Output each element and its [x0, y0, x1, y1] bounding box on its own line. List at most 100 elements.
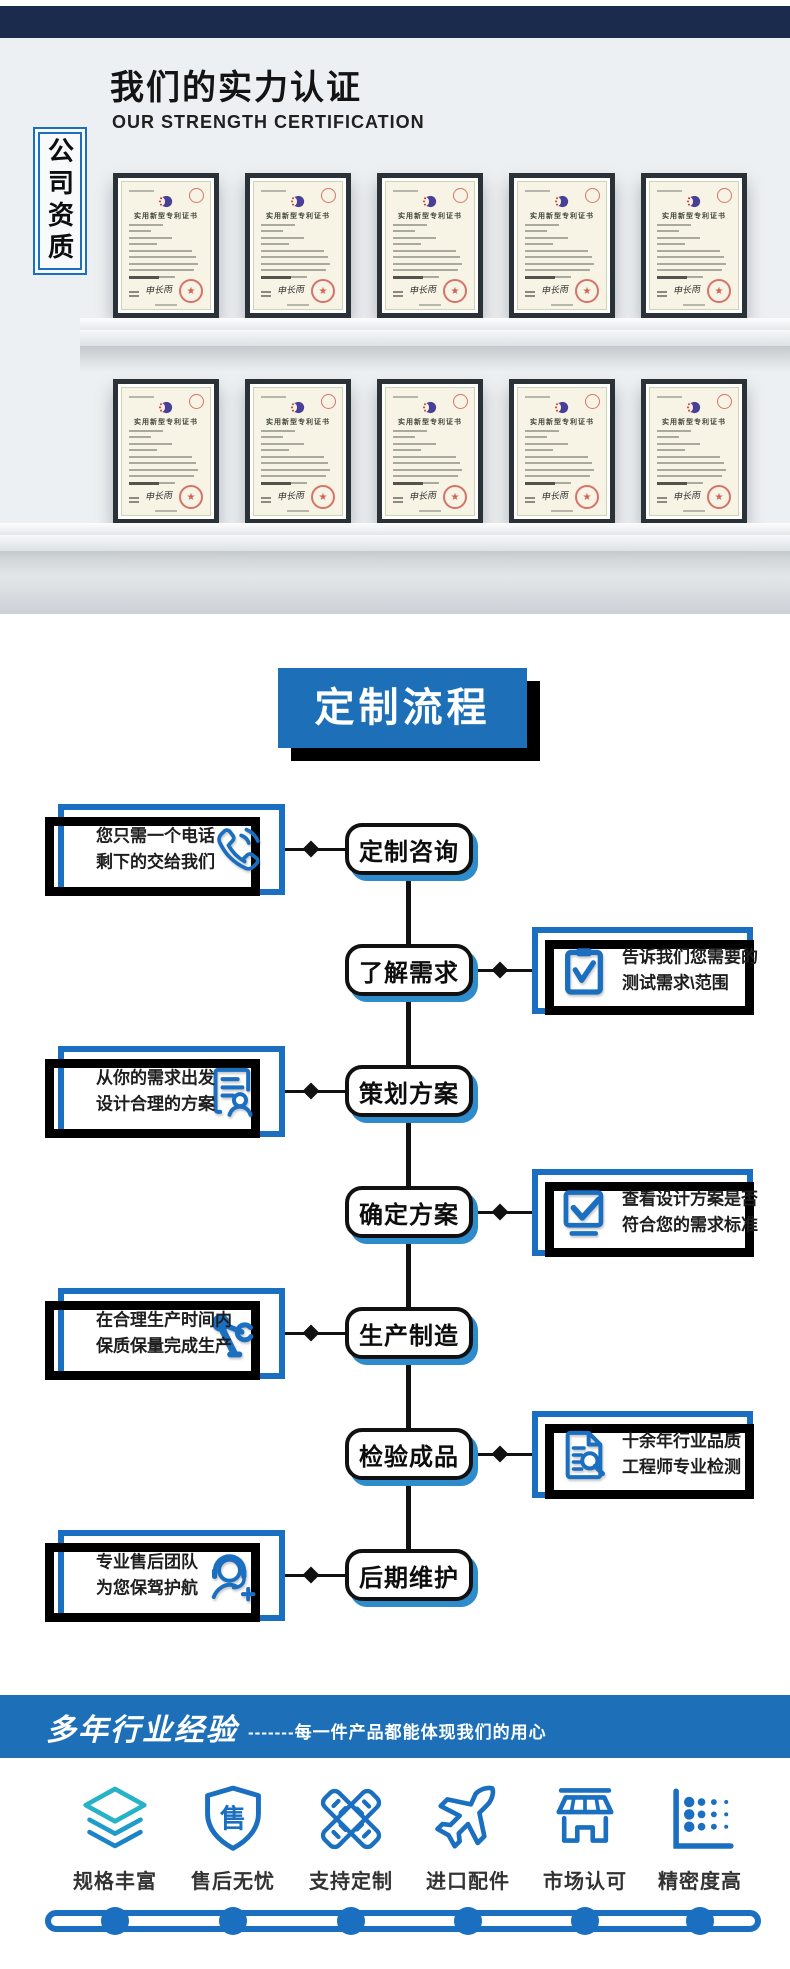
red-stamp-icon [716, 187, 732, 203]
flow-connector-diamond [491, 1445, 509, 1463]
flow-node-label: 策划方案 [359, 1080, 459, 1108]
certificate-frame: 实用新型专利证书申长雨★ [245, 379, 351, 524]
text-line [657, 243, 686, 246]
text-line [393, 256, 461, 259]
flow-detail-line: 十余年行业品质 [622, 1431, 741, 1451]
flow-detail-text: 专业售后团队为您保驾护航 [96, 1549, 198, 1602]
certificate-text-lines [657, 429, 731, 489]
text-line [261, 436, 284, 439]
certificate-footer-line [286, 510, 310, 512]
text-line [525, 462, 593, 465]
shelf [0, 523, 790, 577]
text-line [525, 230, 548, 233]
red-seal-icon: ★ [442, 279, 467, 304]
customization-process-section: 定制流程 定制咨询您只需一个电话剩下的交给我们了解需求告诉我们您需要的测试需求\… [0, 614, 790, 1695]
certificate-frame: 实用新型专利证书申长雨★ [641, 173, 747, 318]
text-line [129, 436, 152, 439]
certificate-paper: 实用新型专利证书申长雨★ [385, 181, 475, 310]
feature-item: 市场认可 [528, 1782, 642, 1894]
text-line [657, 468, 726, 471]
flow-detail-text: 您只需一个电话剩下的交给我们 [96, 823, 215, 876]
flow-connector-diamond [491, 961, 509, 979]
certificate-signature: 申长雨 [540, 283, 569, 296]
certificate-number-line [657, 395, 682, 398]
text-line [129, 442, 172, 445]
certificate-title: 实用新型专利证书 [134, 213, 198, 221]
flow-detail-line: 专业售后团队 [96, 1552, 198, 1572]
red-stamp-icon [188, 187, 204, 203]
company-qualification-label: 公司资质 [33, 127, 87, 275]
text-line [525, 455, 588, 458]
text-line [129, 475, 195, 478]
rulers-icon [314, 1782, 388, 1856]
certificate-frame: 实用新型专利证书申长雨★ [509, 379, 615, 524]
company-qualification-text: 公司资质 [44, 137, 75, 265]
text-line [525, 269, 591, 272]
certificate-paper: 实用新型专利证书申长雨★ [385, 387, 475, 516]
certificate-signer-label [393, 291, 403, 294]
certificate-bold-line [657, 275, 687, 279]
text-line [129, 269, 195, 272]
certificate-number-line [393, 395, 418, 398]
text-line [129, 249, 192, 252]
shelf-face [80, 330, 790, 346]
cnipa-logo-icon [290, 195, 306, 213]
flow-node: 生产制造 [345, 1307, 473, 1359]
certificate-text-lines [261, 223, 335, 283]
text-line [393, 262, 462, 265]
certificate-number-line [261, 189, 286, 192]
flow-node: 了解需求 [345, 944, 473, 996]
flow-node-label: 检验成品 [359, 1443, 459, 1471]
flow-detail-line: 保质保量完成生产 [96, 1336, 232, 1356]
clipboard-check-icon [556, 943, 612, 999]
certificate-number-line [657, 189, 682, 192]
shelf [80, 318, 790, 372]
certificate-footer-line [154, 510, 178, 512]
text-line [129, 449, 158, 452]
company-qualification-label-inner: 公司资质 [38, 132, 82, 270]
red-stamp-icon [188, 393, 204, 409]
text-line [129, 230, 152, 233]
certificate-paper: 实用新型专利证书申长雨★ [253, 387, 343, 516]
feature-label: 精密度高 [658, 1871, 742, 1893]
certificate-frame: 实用新型专利证书申长雨★ [245, 173, 351, 318]
robot-arm-icon [205, 1306, 261, 1362]
cnipa-logo-icon [290, 401, 306, 419]
text-line [393, 436, 416, 439]
top-navy-bar [0, 6, 790, 38]
text-line [657, 442, 700, 445]
certificate-text-lines [261, 429, 335, 489]
text-line [525, 236, 568, 239]
certificate-frame: 实用新型专利证书申长雨★ [113, 173, 219, 318]
feature-label: 市场认可 [543, 1871, 627, 1893]
red-seal-icon: ★ [706, 279, 731, 304]
certificate-text-lines [657, 223, 731, 283]
process-title-banner: 定制流程 [278, 668, 527, 748]
flow-detail-box: 查看设计方案是否符合您的需求标准 [532, 1169, 758, 1257]
document-search-icon [556, 1427, 612, 1483]
certificate-signer-label [129, 497, 139, 500]
text-line [525, 249, 588, 252]
layers-icon [78, 1782, 152, 1856]
cnipa-logo-icon [686, 195, 702, 213]
dot-matrix-icon [663, 1782, 737, 1856]
red-stamp-icon [584, 393, 600, 409]
flow-detail-line: 告诉我们您需要的 [622, 947, 758, 967]
document-user-icon [205, 1064, 261, 1120]
text-line [261, 462, 329, 465]
certificate-bold-line [525, 275, 555, 279]
certificate-text-lines [525, 429, 599, 489]
certificate-number-line [129, 395, 154, 398]
text-line [657, 249, 720, 252]
feature-label: 进口配件 [426, 1871, 510, 1893]
shelf-shadow [0, 551, 790, 577]
red-seal-icon: ★ [178, 279, 203, 304]
text-line [525, 468, 594, 471]
shelf-shadow [80, 346, 790, 372]
text-line [657, 462, 725, 465]
text-line [525, 429, 560, 432]
experience-banner: 多年行业经验 -------每一件产品都能体现我们的用心 [0, 1695, 790, 1758]
text-line [525, 256, 593, 259]
certificate-frame: 实用新型专利证书申长雨★ [509, 173, 615, 318]
certificate-signer-label [129, 291, 139, 294]
